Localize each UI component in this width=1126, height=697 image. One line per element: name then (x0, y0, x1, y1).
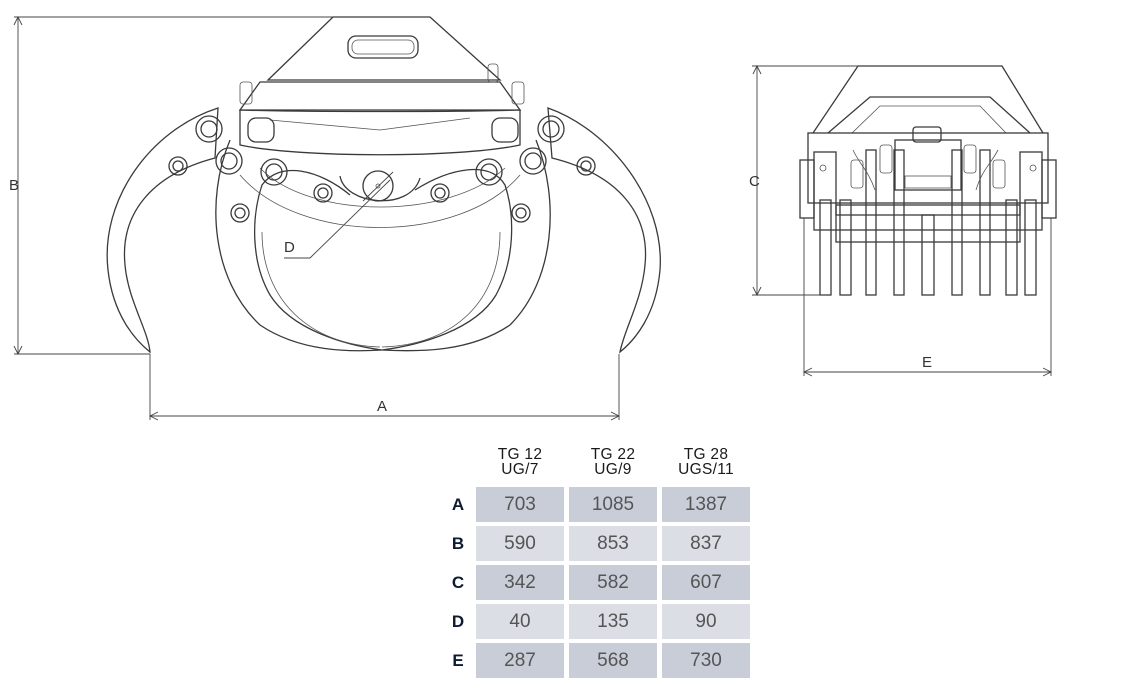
row-label: D (451, 611, 465, 631)
dim-label-c: C (749, 173, 760, 190)
table-row: C 342 582 607 (445, 565, 750, 600)
table-cell: 287 (476, 643, 564, 678)
table-cell: 1085 (569, 487, 657, 522)
grapple-front-view (106, 16, 661, 354)
row-label: A (451, 494, 465, 514)
row-label: B (451, 533, 465, 553)
grapple-technical-drawing: D B A (9, 15, 1057, 421)
column-header: TG 28 UGS/11 (678, 446, 734, 478)
row-label: E (452, 650, 464, 670)
dim-label-b: B (9, 177, 19, 194)
dimension-d-leader: D (284, 171, 394, 259)
table-header-row: TG 12 UG/7 TG 22 UG/9 TG 28 UGS/11 (445, 447, 750, 483)
row-label: C (451, 572, 465, 592)
table-cell: 40 (476, 604, 564, 639)
column-header: TG 12 UG/7 (497, 446, 543, 478)
table-cell: 135 (569, 604, 657, 639)
table-cell: 703 (476, 487, 564, 522)
dimension-a: A (148, 354, 621, 421)
dimension-b: B (9, 15, 333, 356)
table-row: E 287 568 730 (445, 643, 750, 678)
table-cell: 90 (662, 604, 750, 639)
table-row: D 40 135 90 (445, 604, 750, 639)
dimension-e: E (802, 218, 1053, 377)
table-cell: 837 (662, 526, 750, 561)
table-cell: 590 (476, 526, 564, 561)
table-cell: 607 (662, 565, 750, 600)
dimensions-table: TG 12 UG/7 TG 22 UG/9 TG 28 UGS/11 A 703… (440, 443, 755, 682)
dimension-c: C (749, 64, 858, 297)
table-cell: 1387 (662, 487, 750, 522)
dim-label-d: D (284, 239, 295, 256)
table-cell: 342 (476, 565, 564, 600)
grapple-side-view (799, 65, 1057, 296)
table-row: B 590 853 837 (445, 526, 750, 561)
table-cell: 730 (662, 643, 750, 678)
table-cell: 582 (569, 565, 657, 600)
dim-label-a: A (377, 398, 387, 415)
table-cell: 568 (569, 643, 657, 678)
column-header: TG 22 UG/9 (590, 446, 636, 478)
table-row: A 703 1085 1387 (445, 487, 750, 522)
dim-label-e: E (922, 354, 932, 371)
table-cell: 853 (569, 526, 657, 561)
